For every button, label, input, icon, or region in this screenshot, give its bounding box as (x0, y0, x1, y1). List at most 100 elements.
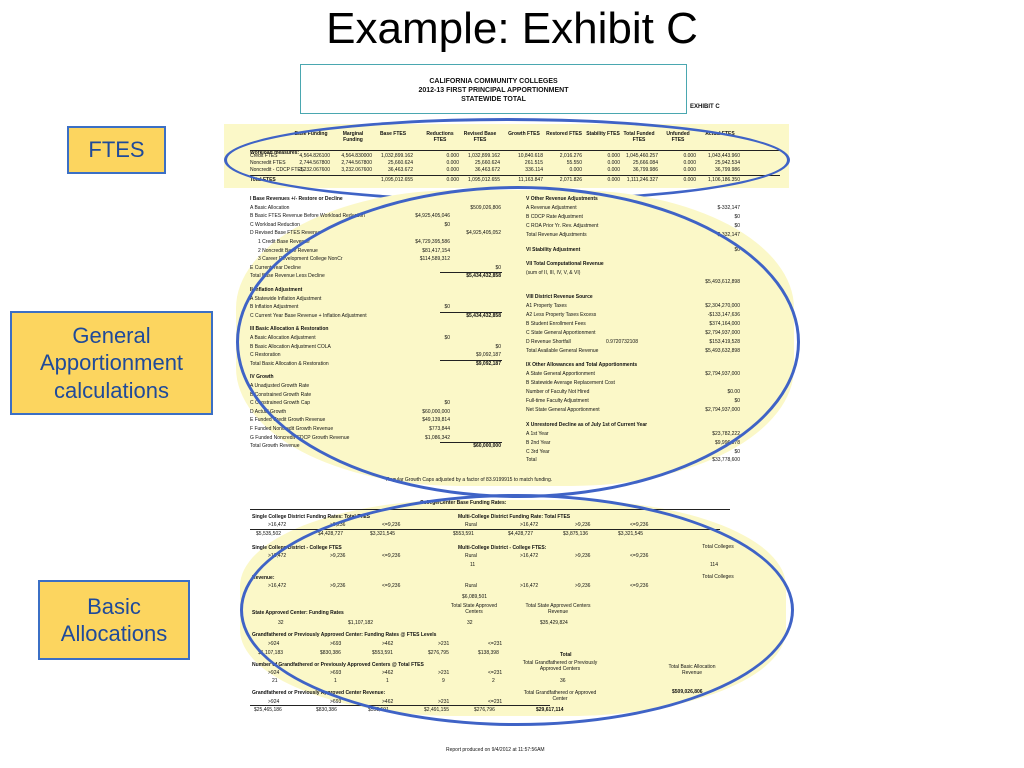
ftes-cell: 0.000 (446, 160, 459, 166)
ftes-cell: 3,232.067600 (341, 167, 372, 173)
ftes-cell: 0.000 (446, 153, 459, 159)
callout-general-apportionment: General Apportionment calculations (10, 311, 213, 415)
rule-line (250, 529, 720, 530)
callout-ftes: FTES (67, 126, 166, 174)
general-left-label: C Restoration (250, 352, 281, 359)
ftes-cell: 36,799.986 (714, 167, 740, 173)
general-right-factor: 0.9720732108 (606, 338, 638, 345)
college-fte-header-cell: <=9,236 (382, 553, 401, 559)
ftes-cell: 25,660.624 (387, 160, 413, 166)
gf-header-cell: >231 (438, 641, 450, 647)
general-right-value: $5,493,632,898 (705, 347, 740, 354)
gf-rev-header-cell: >924 (268, 699, 280, 705)
general-left-label: G Funded Noncredit CDCP Growth Revenue (250, 434, 350, 441)
total-basic-value: $509,026,806 (672, 689, 703, 695)
gf-rev-cell: $276,796 (474, 707, 495, 713)
general-right-label: D Revenue Shortfall (526, 338, 571, 345)
general-right-label: Total Revenue Adjustments (526, 231, 587, 238)
ftes-band (224, 124, 789, 188)
general-left-label: E Current Year Decline (250, 264, 301, 271)
college-fte-header-cell: >16,472 (520, 553, 539, 559)
rates-header-cell: >9,236 (575, 522, 591, 528)
general-left-label: Total Basic Allocation & Restoration (250, 360, 329, 367)
ftes-cell: 0.000 (607, 177, 620, 183)
multi-rates-label: Multi-College District Funding Rate: Tot… (458, 514, 571, 520)
gf-num-header-cell: >462 (382, 670, 394, 676)
general-left-value: $509,026,806 (470, 204, 501, 211)
gf-total-heading: Total (560, 652, 572, 658)
report-footer: Report produced on 9/4/2012 at 11:57:56A… (446, 747, 545, 753)
ftes-header-cell: Restored FTES (546, 131, 582, 137)
general-right-label: B Student Enrollment Fees (526, 320, 586, 327)
general-left-label: Total Base Revenue Less Decline (250, 273, 325, 280)
rates-value-cell: $4,428,727 (318, 531, 344, 537)
single-rates-label: Single College District Funding Rates: T… (252, 514, 370, 520)
general-right-label: IX Other Allowances and Total Apportionm… (526, 362, 638, 369)
rates-value-cell: $5,535,502 (256, 531, 282, 537)
general-left-label: E Funded Credit Growth Revenue (250, 417, 326, 424)
ftes-header-cell: Reductions FTES (426, 131, 454, 143)
ftes-row-label: Total FTES (250, 177, 276, 183)
ftes-cell: 25,666.084 (632, 160, 658, 166)
rule-line (250, 705, 550, 706)
slide-title: Example: Exhibit C (326, 4, 698, 53)
gf-rev-cell: $2,491,155 (424, 707, 450, 713)
ftes-cell: 11,163.847 (518, 177, 543, 183)
ftes-cell: 36,799.986 (632, 167, 658, 173)
general-left-value: $0 (495, 264, 501, 271)
general-right-label: A State General Apportionment (526, 371, 595, 378)
ftes-header-cell: Actual FTES (705, 131, 735, 137)
rates-value-cell: $3,321,545 (618, 531, 644, 537)
gf-count-cell: 2 (492, 678, 495, 684)
general-right-value: $153,419,528 (709, 338, 740, 345)
ftes-cell: 2,744.567800 (341, 160, 372, 166)
general-right-label: X Unrestored Decline as of July 1st of C… (526, 421, 648, 428)
gf-rev-cell: $553,591 (368, 707, 389, 713)
general-left-total: $5,434,432,858 (466, 312, 501, 319)
college-fte-header-cell: >9,236 (330, 553, 346, 559)
general-right-label: VII Total Computational Revenue (526, 261, 604, 268)
callout-basic-allocations: Basic Allocations (38, 580, 190, 660)
header-line-3: STATEWIDE TOTAL (461, 96, 526, 103)
general-left-label: 1 Credit Base Revenue (258, 239, 310, 245)
general-right-label: V Other Revenue Adjustments (526, 196, 598, 202)
general-right-label: Total Available General Revenue (526, 347, 599, 354)
revenue-value: $6,089,501 (462, 594, 488, 600)
general-left-value: $773,844 (429, 426, 450, 432)
general-left-label: III Basic Allocation & Restoration (250, 326, 329, 333)
general-left-label: A Unadjusted Growth Rate (250, 383, 310, 389)
general-right-value: $2,794,937,000 (705, 406, 740, 413)
general-right-label: Number of Faculty Not Hired (526, 389, 590, 396)
general-right-value: $-332,147 (717, 231, 740, 238)
general-left-label: 2 Noncredit Base Revenue (258, 247, 318, 254)
general-left-label: II Inflation Adjustment (250, 287, 303, 293)
general-right-label: C ROA Prior Yr. Rev. Adjustment (526, 222, 599, 229)
general-right-label: B 2nd Year (526, 439, 551, 446)
ftes-cell: 2,744.567800 (299, 160, 330, 166)
gf-rev-header-cell: >231 (438, 699, 450, 705)
general-right-label: B CDCP Rate Adjustment (526, 213, 583, 220)
college-fte-header-cell: >9,236 (575, 553, 591, 559)
general-left-value: $0 (495, 343, 501, 350)
ftes-cell: 0.000 (683, 153, 696, 159)
general-right-value: $0 (734, 222, 740, 229)
centers-label: State Approved Center: Funding Rates (252, 610, 344, 616)
ftes-cell: 0.000 (683, 160, 696, 166)
general-left-label: 3 Career Development College NonCr (258, 256, 343, 263)
revenue-label: Revenue: (252, 575, 275, 581)
ftes-cell: 55.550 (566, 160, 582, 166)
general-right-value: $2,794,937,000 (705, 371, 740, 378)
general-left-total: $60,000,000 (473, 443, 501, 450)
centers-count-left: 32 (278, 620, 284, 626)
gf-rates-label: Grandfathered or Previously Approved Cen… (252, 632, 437, 638)
colleges-count: 114 (710, 562, 718, 568)
general-right-label: VIII District Revenue Source (526, 294, 593, 301)
rates-value-cell: $4,428,727 (508, 531, 534, 537)
ftes-cell: 2,016.276 (559, 153, 582, 159)
rule-line (440, 442, 502, 444)
ftes-cell: 1,045,460.257 (626, 153, 658, 159)
general-left-label: Total Growth Revenue (250, 443, 300, 450)
ftes-header-cell: Total Funded FTES (623, 131, 655, 143)
gf-num-header-cell: >231 (438, 670, 450, 676)
general-left-label: A Basic Allocation (250, 204, 290, 211)
